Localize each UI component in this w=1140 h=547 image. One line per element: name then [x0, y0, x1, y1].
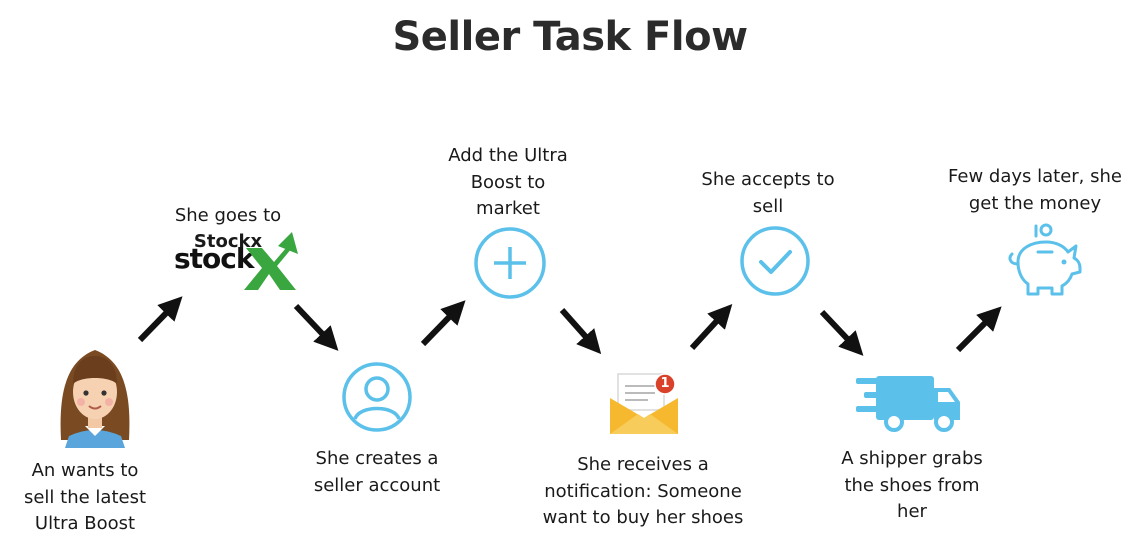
- delivery-truck-icon: [854, 372, 964, 434]
- step-4-label: Add the Ultra Boost to market: [448, 145, 568, 219]
- arrow-3: [420, 300, 466, 347]
- plus-circle-icon: [473, 226, 547, 300]
- stockx-logo-word: stock: [174, 242, 255, 275]
- arrow-1: [137, 296, 183, 343]
- user-profile-icon: [341, 361, 413, 433]
- mail-notification-icon: 1: [608, 372, 680, 436]
- girl-avatar-icon: [55, 340, 135, 448]
- step-7-label: A shipper grabs the shoes from her: [841, 448, 983, 522]
- step-2-brand: Stockx: [193, 231, 263, 252]
- stockx-logo: stock: [174, 228, 300, 294]
- step-2-text: She goes to: [174, 204, 282, 226]
- step-5-label: She receives a notification: Someone wan…: [542, 454, 744, 528]
- step-3-label: She creates a seller account: [313, 448, 441, 496]
- diagram-title: Seller Task Flow: [392, 14, 748, 60]
- step-2-label: She goes to Stockx: [148, 176, 308, 282]
- step-6-label: She accepts to sell: [701, 169, 835, 217]
- piggy-bank-icon: [1002, 222, 1086, 296]
- arrow-4: [559, 308, 602, 355]
- notification-badge-count: 1: [660, 376, 670, 391]
- step-1-label: An wants to sell the latest Ultra Boost: [23, 460, 147, 534]
- arrow-5: [689, 304, 733, 351]
- arrow-2: [293, 303, 339, 351]
- check-circle-icon: [739, 225, 811, 297]
- arrow-7: [955, 306, 1002, 353]
- arrow-6: [819, 309, 864, 356]
- step-8-label: Few days later, she get the money: [948, 166, 1122, 214]
